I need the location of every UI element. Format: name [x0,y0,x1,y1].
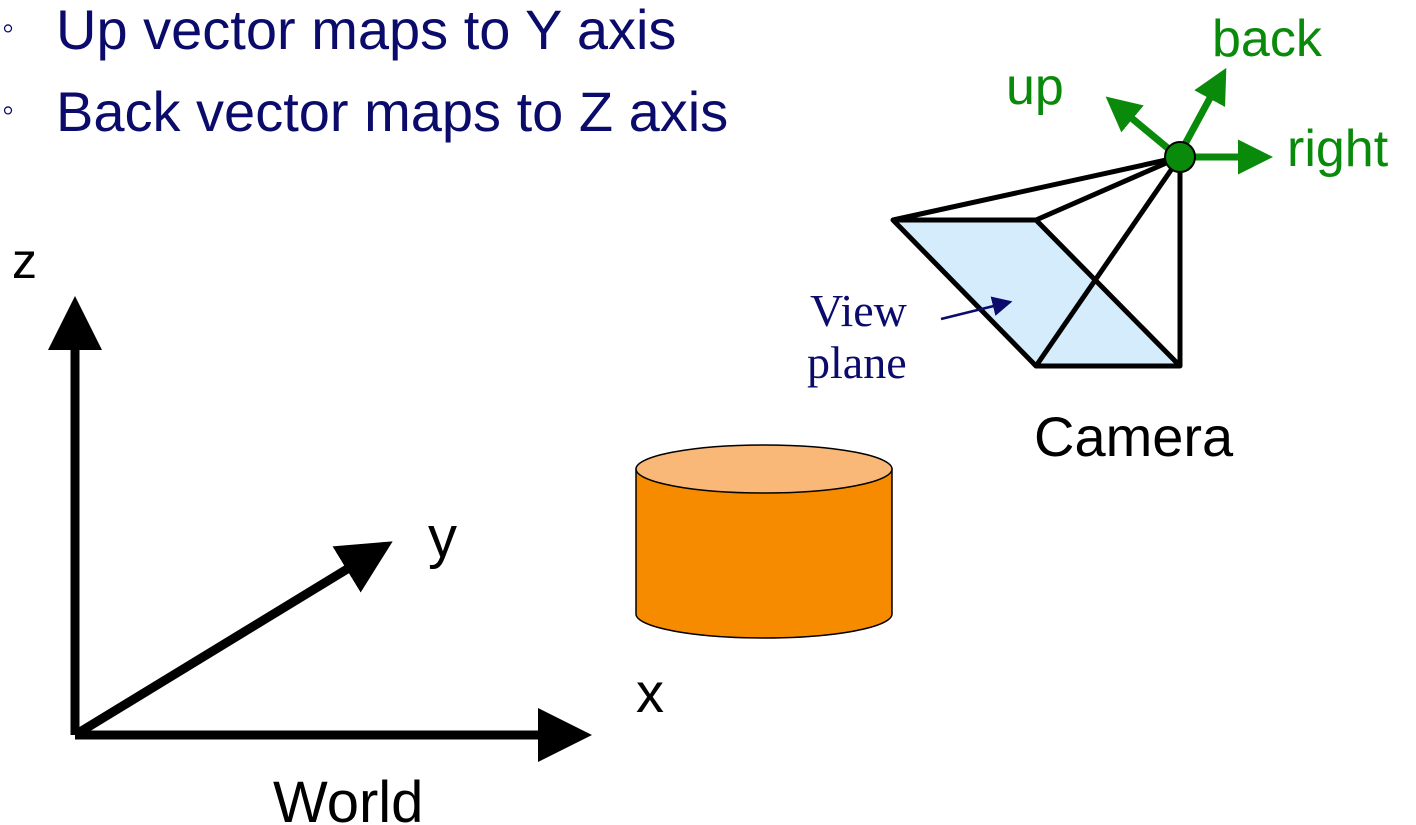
view-plane-label-line1: View [810,285,908,336]
bullet-marker: ◦ [2,9,15,48]
frustum-edge [1033,155,1183,368]
world-axes: z y x World [12,233,664,825]
back-vector-label: back [1212,10,1323,68]
frustum-edge [892,154,1181,223]
world-label: World [273,770,423,825]
right-vector-label: right [1287,120,1389,178]
back-vector-arrow [1180,67,1227,148]
view-plane [890,217,1183,369]
up-vector-label: up [1006,58,1064,116]
z-axis-label: z [12,233,37,289]
bullet-item-back: ◦ Back vector maps to Z axis [0,80,728,148]
view-plane-pointer-arrow [940,296,1013,321]
bullet-marker: ◦ [2,91,15,130]
y-axis-label: y [428,505,457,570]
camera-eye-point [1164,141,1196,173]
y-axis-arrow [72,541,393,739]
cylinder-side [635,468,893,639]
x-axis-label: x [636,661,664,724]
bullet-text: Up vector maps to Y axis [56,0,677,61]
camera-frustum: up back right View plane Camera [807,10,1389,468]
cylinder-top [635,444,893,494]
up-vector-arrow [1105,96,1173,153]
cylinder-object [635,444,893,639]
bullet-item-up: ◦ Up vector maps to Y axis [0,0,676,66]
bullet-text: Back vector maps to Z axis [56,80,729,143]
camera-label: Camera [1034,405,1234,468]
view-plane-label-line2: plane [807,337,907,388]
frustum-edge [1034,154,1182,223]
